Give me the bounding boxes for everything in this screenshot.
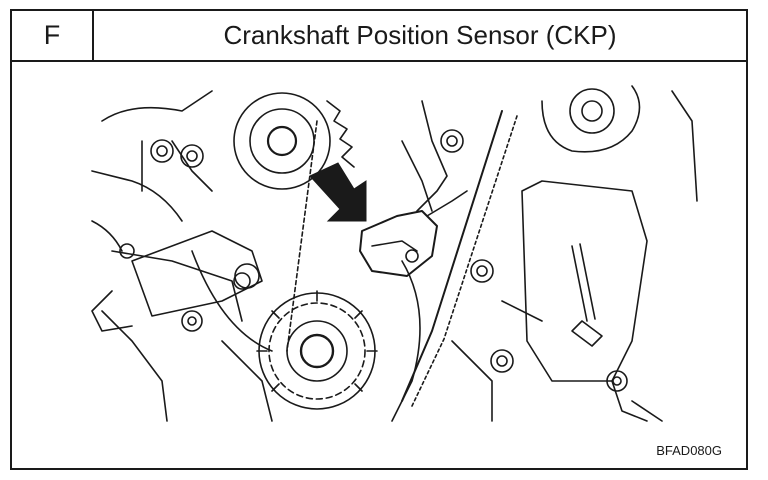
tensioner-bracket-icon xyxy=(91,230,263,332)
figure-frame: F Crankshaft Position Sensor (CKP) xyxy=(10,9,748,470)
water-pump-pulley-icon xyxy=(541,85,641,153)
section-letter: F xyxy=(12,11,94,60)
figure-header: F Crankshaft Position Sensor (CKP) xyxy=(12,11,746,62)
oil-pump-housing-icon xyxy=(521,180,648,422)
figure-title: Crankshaft Position Sensor (CKP) xyxy=(223,20,617,50)
bolt-icon xyxy=(150,129,628,392)
engine-illustration xyxy=(91,85,698,422)
engine-block-lines xyxy=(91,90,698,422)
ckp-sensor-icon xyxy=(359,100,468,277)
idler-pulley-icon xyxy=(233,92,355,190)
timing-belt-icon xyxy=(191,110,518,407)
crankshaft-sprocket-icon xyxy=(256,290,378,410)
arrow-pointer-icon xyxy=(309,162,367,222)
figure-code: BFAD080G xyxy=(656,443,722,458)
